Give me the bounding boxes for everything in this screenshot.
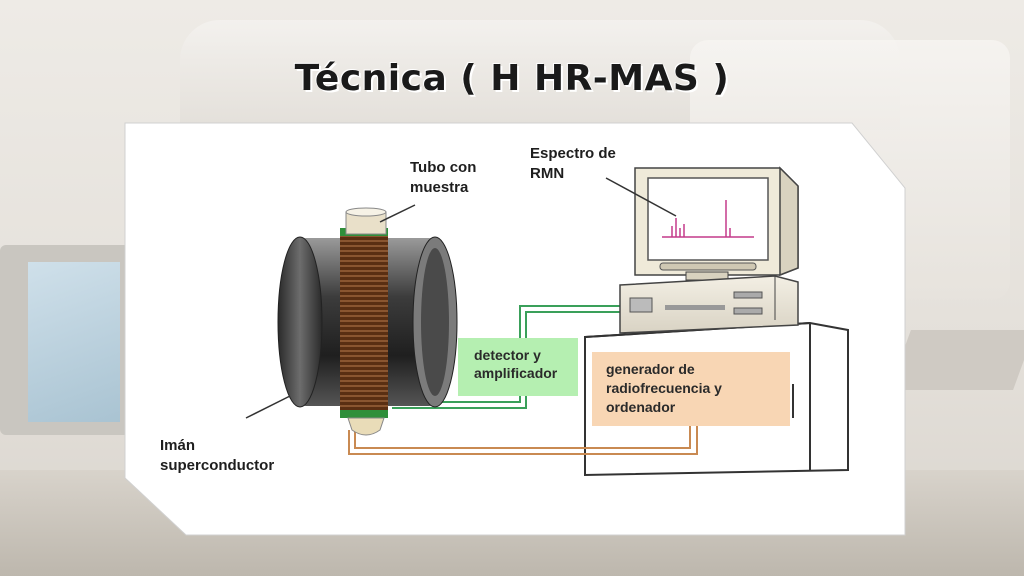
background-screen-left [28, 262, 120, 422]
coil-icon [340, 228, 388, 418]
slide-title: Técnica ( H HR-MAS ) [294, 58, 730, 99]
detector-label-2: amplificador [474, 365, 558, 381]
tube-pointer [379, 204, 416, 223]
sample-tube-icon [345, 207, 387, 436]
tube-label-1: Tubo con [410, 159, 476, 176]
tube-label-2: muestra [410, 179, 469, 196]
magnet-label-1: Imán [160, 437, 195, 454]
generator-label-3: ordenador [606, 399, 676, 415]
generator-label-1: generador de [606, 361, 695, 377]
magnet-pointer [245, 395, 291, 419]
computer-case-icon [619, 275, 799, 334]
spectrum-label-1: Espectro de [530, 145, 616, 162]
generator-label-2: radiofrecuencia y [606, 380, 722, 396]
detector-label-1: detector y [474, 347, 541, 363]
spectrum-pointer [605, 177, 677, 217]
detector-amplifier-box [458, 338, 578, 396]
orange-wires [348, 410, 698, 455]
spectrum-label-2: RMN [530, 165, 564, 182]
magnet-label-2: superconductor [160, 457, 274, 474]
rf-generator-box [592, 352, 790, 426]
spectrum-peaks [671, 200, 731, 237]
computer-monitor-icon [634, 166, 799, 281]
